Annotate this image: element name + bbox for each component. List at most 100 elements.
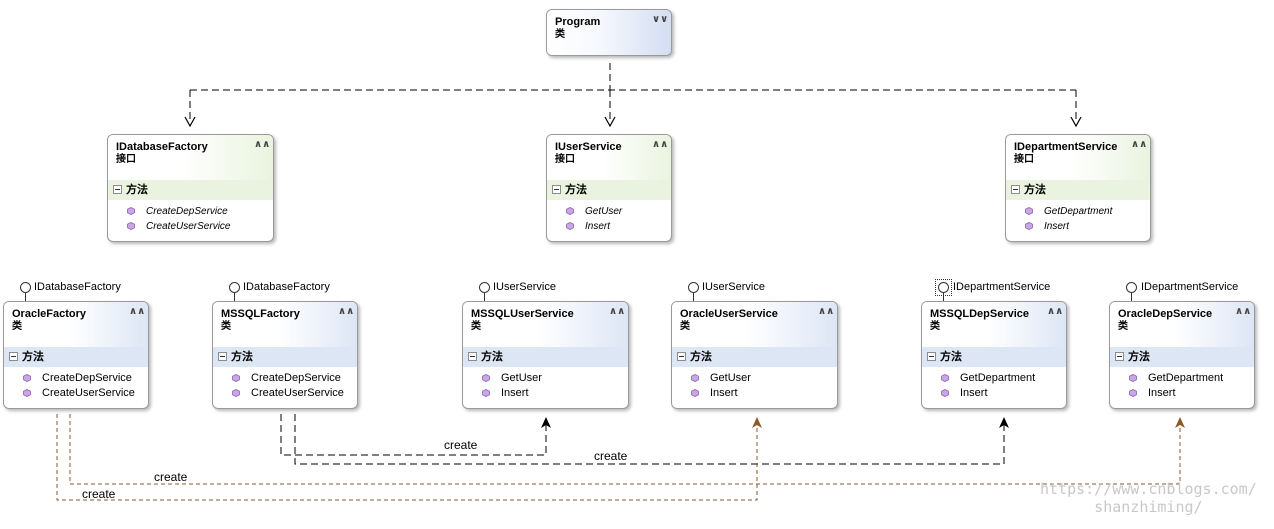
collapse-toggle-icon[interactable] — [552, 184, 561, 194]
interface-box-iuserservice[interactable]: IUserService 接口 ∧∧ 方法 GetUser Insert — [546, 134, 672, 242]
interface-header: IUserService 接口 ∧∧ — [547, 135, 671, 180]
methods-section-header[interactable]: 方法 — [213, 347, 357, 367]
methods-section-header[interactable]: 方法 — [1110, 347, 1254, 367]
method-item[interactable]: CreateDepService — [213, 371, 357, 386]
method-icon — [941, 389, 949, 397]
methods-section-header[interactable]: 方法 — [1006, 180, 1150, 200]
class-kind: 类 — [12, 321, 22, 332]
method-item[interactable]: GetDepartment — [1110, 371, 1254, 386]
collapse-toggle-icon[interactable] — [218, 351, 227, 361]
methods-section-header[interactable]: 方法 — [463, 347, 628, 367]
method-name: CreateDepService — [146, 206, 228, 217]
method-icon — [941, 374, 949, 382]
interface-kind: 接口 — [116, 154, 136, 165]
methods-label: 方法 — [22, 351, 44, 363]
method-item[interactable]: Insert — [463, 386, 628, 401]
lollipop-stem — [484, 293, 485, 302]
interface-name: IUserService — [555, 141, 622, 153]
methods-section-header[interactable]: 方法 — [547, 180, 671, 200]
program-class-box[interactable]: Program 类 ∨∨ — [546, 9, 672, 56]
method-item[interactable]: Insert — [672, 386, 837, 401]
collapse-toggle-icon[interactable] — [1011, 184, 1020, 194]
lollipop-stem — [693, 293, 694, 302]
interface-box-idatabasefactory[interactable]: IDatabaseFactory 接口 ∧∧ 方法 CreateDepServi… — [107, 134, 274, 242]
collapse-icon[interactable]: ∧∧ — [652, 139, 669, 150]
method-item[interactable]: GetUser — [672, 371, 837, 386]
interface-header: IDepartmentService 接口 ∧∧ — [1006, 135, 1150, 180]
method-icon — [23, 374, 31, 382]
class-kind: 类 — [221, 321, 231, 332]
watermark-line1: https://www.cnblogs.com/ — [1040, 480, 1257, 498]
method-name: Insert — [710, 387, 738, 399]
collapse-toggle-icon[interactable] — [927, 351, 936, 361]
method-item[interactable]: GetUser — [463, 371, 628, 386]
program-dependency-lines — [189, 63, 1077, 120]
method-list: GetUser Insert — [672, 367, 837, 401]
method-name: GetUser — [585, 206, 623, 217]
class-name: OracleDepService — [1118, 308, 1213, 320]
class-box-oracleuserservice[interactable]: OracleUserService 类 ∧∧ 方法 GetUser Insert — [671, 301, 838, 409]
method-item[interactable]: Insert — [547, 219, 671, 234]
watermark-line2: shanzhiming/ — [1094, 498, 1203, 516]
method-item[interactable]: CreateDepService — [108, 204, 273, 219]
create-label: create — [154, 470, 188, 484]
methods-label: 方法 — [126, 184, 148, 196]
method-icon — [566, 222, 574, 230]
create-label: create — [594, 449, 628, 463]
interface-kind: 接口 — [555, 154, 575, 165]
class-box-oracledepservice[interactable]: OracleDepService 类 ∧∧ 方法 GetDepartment I… — [1109, 301, 1255, 409]
collapse-toggle-icon[interactable] — [9, 351, 18, 361]
class-box-mssqlfactory[interactable]: MSSQLFactory 类 ∧∧ 方法 CreateDepService Cr… — [212, 301, 358, 409]
interface-kind: 接口 — [1014, 154, 1034, 165]
interface-name: IDatabaseFactory — [116, 141, 208, 153]
methods-section-header[interactable]: 方法 — [108, 180, 273, 200]
collapse-icon[interactable]: ∧∧ — [338, 306, 355, 317]
methods-section-header[interactable]: 方法 — [922, 347, 1066, 367]
method-item[interactable]: GetDepartment — [1006, 204, 1150, 219]
program-header: Program 类 ∨∨ — [547, 10, 671, 55]
class-box-mssqluserservice[interactable]: MSSQLUserService 类 ∧∧ 方法 GetUser Insert — [462, 301, 629, 409]
methods-label: 方法 — [940, 351, 962, 363]
methods-label: 方法 — [1024, 184, 1046, 196]
collapse-icon[interactable]: ∧∧ — [1235, 306, 1252, 317]
methods-label: 方法 — [565, 184, 587, 196]
method-item[interactable]: Insert — [922, 386, 1066, 401]
method-icon — [482, 374, 490, 382]
method-item[interactable]: Insert — [1110, 386, 1254, 401]
method-item[interactable]: GetDepartment — [922, 371, 1066, 386]
methods-section-header[interactable]: 方法 — [4, 347, 148, 367]
expand-icon[interactable]: ∨∨ — [652, 14, 669, 25]
interface-box-idepartmentservice[interactable]: IDepartmentService 接口 ∧∧ 方法 GetDepartmen… — [1005, 134, 1151, 242]
class-name: Program — [555, 16, 601, 28]
class-box-oraclefactory[interactable]: OracleFactory 类 ∧∧ 方法 CreateDepService C… — [3, 301, 149, 409]
interface-circle-icon — [20, 282, 31, 293]
collapse-icon[interactable]: ∧∧ — [609, 306, 626, 317]
method-item[interactable]: GetUser — [547, 204, 671, 219]
collapse-icon[interactable]: ∧∧ — [254, 139, 271, 150]
method-list: GetUser Insert — [463, 367, 628, 401]
class-box-mssqldepservice[interactable]: MSSQLDepService 类 ∧∧ 方法 GetDepartment In… — [921, 301, 1067, 409]
collapse-icon[interactable]: ∧∧ — [1131, 139, 1148, 150]
method-item[interactable]: Insert — [1006, 219, 1150, 234]
method-name: GetDepartment — [960, 372, 1036, 384]
collapse-toggle-icon[interactable] — [113, 184, 122, 194]
method-name: CreateDepService — [251, 372, 341, 384]
method-item[interactable]: CreateUserService — [108, 219, 273, 234]
method-item[interactable]: CreateUserService — [4, 386, 148, 401]
method-list: GetDepartment Insert — [1006, 200, 1150, 234]
collapse-toggle-icon[interactable] — [468, 351, 477, 361]
collapse-toggle-icon[interactable] — [1115, 351, 1124, 361]
collapse-icon[interactable]: ∧∧ — [129, 306, 146, 317]
watermark: https://www.cnblogs.com/ shanzhiming/ — [1040, 480, 1257, 516]
mssql-create-lines — [280, 414, 1005, 465]
method-list: GetDepartment Insert — [922, 367, 1066, 401]
method-list: CreateDepService CreateUserService — [213, 367, 357, 401]
methods-section-header[interactable]: 方法 — [672, 347, 837, 367]
collapse-icon[interactable]: ∧∧ — [1047, 306, 1064, 317]
class-header: MSSQLUserService 类 ∧∧ — [463, 302, 628, 347]
method-item[interactable]: CreateUserService — [213, 386, 357, 401]
collapse-toggle-icon[interactable] — [677, 351, 686, 361]
method-name: GetUser — [710, 372, 751, 384]
method-item[interactable]: CreateDepService — [4, 371, 148, 386]
collapse-icon[interactable]: ∧∧ — [818, 306, 835, 317]
